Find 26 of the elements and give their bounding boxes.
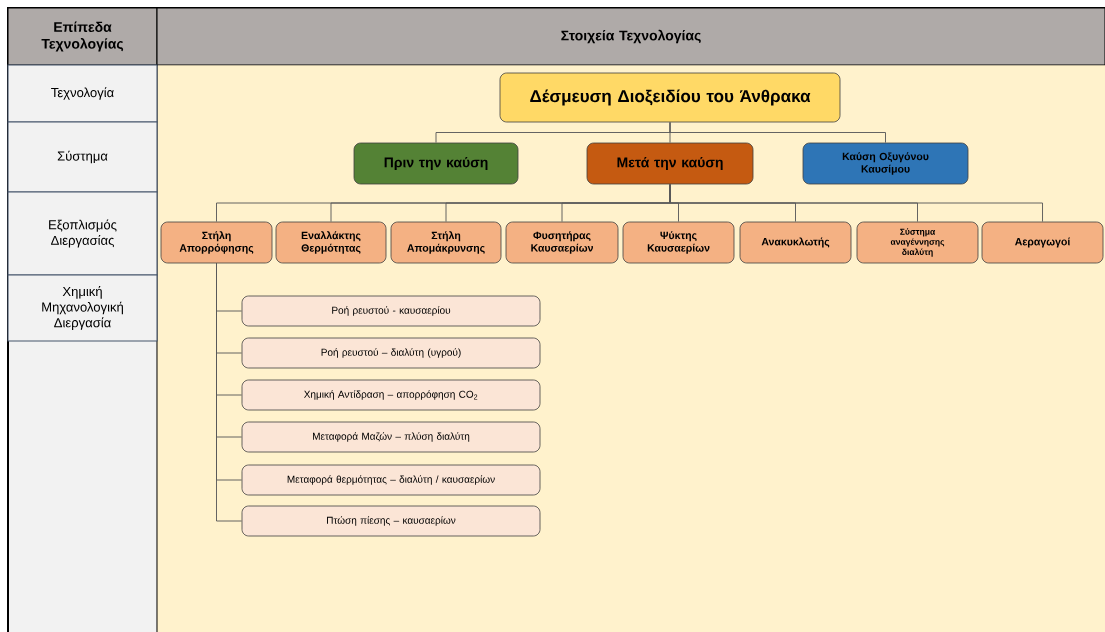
equipment-box: Εναλλάκτης Θερμότητας [275,221,387,264]
connector-line [669,121,886,144]
equipment-box: Αεραγωγοί [981,221,1104,264]
category-box: Μετά την καύση [586,142,754,185]
equipment-box: Ψύκτης Καυσαερίων [622,221,735,264]
category-box: Καύση Οξυγόνου Καυσίμου [802,142,969,185]
process-box: Ροή ρευστού - καυσαερίου [241,295,541,327]
connector-line [669,183,1043,223]
process-box: Πτώση πίεσης – καυσαερίων [241,505,541,537]
process-box: Μεταφορά Μαζών – πλύση διαλύτη [241,421,541,453]
process-box: Ροή ρευστού – διαλύτη (υγρού) [241,337,541,369]
equipment-box: Σύστημα αναγέννησης διαλύτη [856,221,979,264]
level-cell: Τεχνολογία [7,64,158,123]
equipment-box: Στήλη Απορρόφησης [160,221,273,264]
process-box: Χημική Αντίδραση – απορρόφηση CO$_{2}$ [241,379,541,411]
equipment-box: Ανακυκλωτής [739,221,852,264]
level-cell: Σύστημα [7,121,158,193]
level-cell: Εξοπλισμός Διεργασίας [7,191,158,276]
header-cell: Επίπεδα Τεχνολογίας [7,7,158,66]
equipment-box: Στήλη Απομάκρυνσης [390,221,502,264]
level-cell: Χημική Μηχανολογική Διεργασία [7,274,158,342]
category-box: Πριν την καύση [353,142,519,185]
root-box: Δέσμευση Διοξειδίου του Άνθρακα [499,72,841,123]
process-box: Μεταφορά θερμότητας – διαλύτη / καυσαερίων [241,464,541,496]
equipment-box: Φυσητήρας Καυσαερίων [505,221,619,264]
connector-line [216,262,243,522]
